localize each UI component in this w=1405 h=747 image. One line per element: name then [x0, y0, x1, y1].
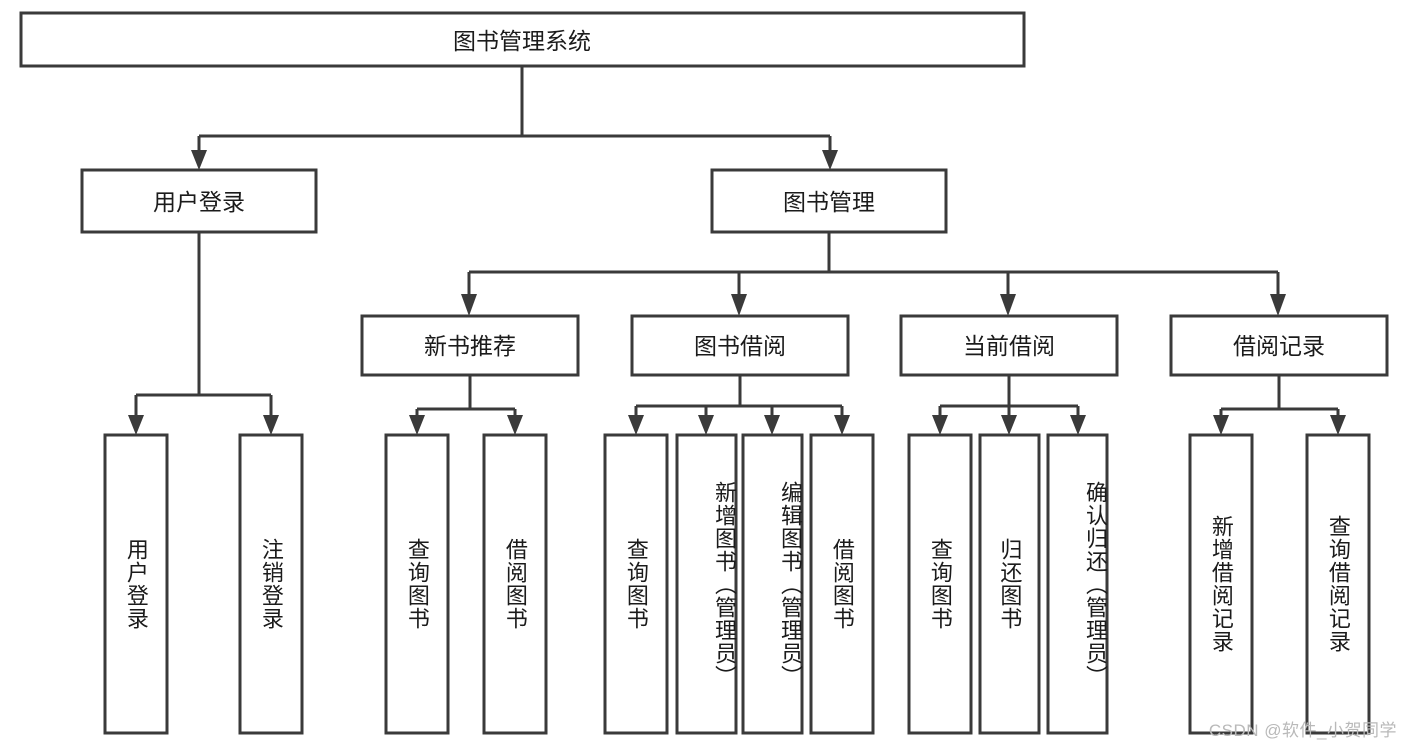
leaf-box-borrow-record-1[interactable] [1305, 433, 1371, 735]
leaf-box-current-borrow-1[interactable] [978, 433, 1041, 735]
arrow-head-to-book-manage [822, 150, 838, 170]
node-user-login-label: 用户登录 [153, 189, 245, 215]
node-user-login[interactable]: 用户登录 [80, 168, 318, 234]
connector-borrow-record-to-leaves [1213, 375, 1346, 435]
arrow-head-to-user-login [191, 150, 207, 170]
node-borrow-record[interactable]: 借阅记录 [1169, 314, 1389, 377]
leaf-box-user-login-1[interactable] [238, 433, 304, 735]
node-root-system-box [19, 11, 1026, 68]
leaf-box-book-borrow-2[interactable] [741, 433, 804, 735]
leaf-box-user-login-0[interactable] [103, 433, 169, 735]
leaf-box-book-borrow-1[interactable] [675, 433, 738, 735]
leaf-box-borrow-record-0[interactable] [1188, 433, 1254, 735]
connector-new-book-recommend-to-leaves [409, 375, 523, 435]
leaf-box-book-borrow-0[interactable] [603, 433, 669, 735]
node-root-system-label: 图书管理系统 [453, 28, 591, 54]
leaf-box-new-book-recommend-0[interactable] [384, 433, 450, 735]
node-root-system[interactable]: 图书管理系统 [19, 11, 1026, 68]
node-new-book-recommend[interactable]: 新书推荐 [360, 314, 580, 377]
node-current-borrow[interactable]: 当前借阅 [899, 314, 1119, 377]
node-book-manage[interactable]: 图书管理 [710, 168, 948, 234]
node-user-login-box [80, 168, 318, 234]
connector-book-borrow-to-leaves [628, 375, 850, 435]
leaf-box-book-borrow-3[interactable] [809, 433, 875, 735]
connector-user-login-to-leaves [128, 232, 279, 435]
node-book-borrow-label: 图书借阅 [694, 333, 786, 359]
leaf-box-new-book-recommend-1[interactable] [482, 433, 548, 735]
connector-book-manage-to-level2 [461, 232, 1286, 316]
node-current-borrow-label: 当前借阅 [963, 333, 1055, 359]
node-borrow-record-label: 借阅记录 [1233, 333, 1325, 359]
leaf-box-current-borrow-2[interactable] [1046, 433, 1109, 735]
leaf-box-current-borrow-0[interactable] [907, 433, 973, 735]
node-book-borrow[interactable]: 图书借阅 [630, 314, 850, 377]
node-new-book-recommend-label: 新书推荐 [424, 333, 516, 359]
connector-current-borrow-to-leaves [932, 375, 1086, 435]
node-new-book-recommend-box [360, 314, 580, 377]
node-current-borrow-box [899, 314, 1119, 377]
node-book-manage-label: 图书管理 [783, 189, 875, 215]
connector-root-to-level1 [191, 66, 838, 170]
